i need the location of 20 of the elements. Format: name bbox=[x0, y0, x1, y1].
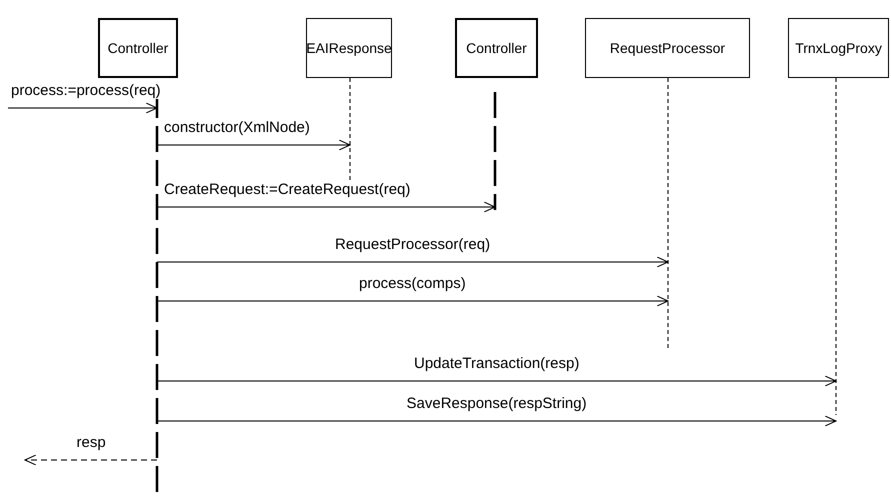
message-arrow bbox=[156, 416, 836, 426]
message-label: SaveResponse(respString) bbox=[406, 395, 588, 412]
message-label: RequestProcessor(req) bbox=[334, 236, 492, 253]
object-box: RequestProcessor bbox=[585, 18, 750, 78]
message-arrow bbox=[8, 102, 158, 114]
message-label: process:=process(req) bbox=[10, 82, 162, 99]
object-box: Controller bbox=[455, 18, 538, 78]
message-label: CreateRequest:=CreateRequest(req) bbox=[163, 181, 412, 198]
object-box: EAIResponse bbox=[306, 18, 392, 78]
message-label: UpdateTransaction(resp) bbox=[413, 355, 580, 372]
message-arrow bbox=[156, 376, 836, 386]
message-arrow bbox=[156, 140, 350, 150]
message-label: process(comps) bbox=[358, 275, 467, 292]
message-arrow bbox=[156, 296, 668, 306]
message-arrow bbox=[156, 202, 496, 212]
message-arrow bbox=[156, 256, 668, 268]
message-label: constructor(XmlNode) bbox=[163, 119, 311, 136]
message-arrow bbox=[24, 454, 158, 466]
object-box: TrnxLogProxy bbox=[788, 18, 889, 78]
object-box: Controller bbox=[98, 18, 178, 78]
